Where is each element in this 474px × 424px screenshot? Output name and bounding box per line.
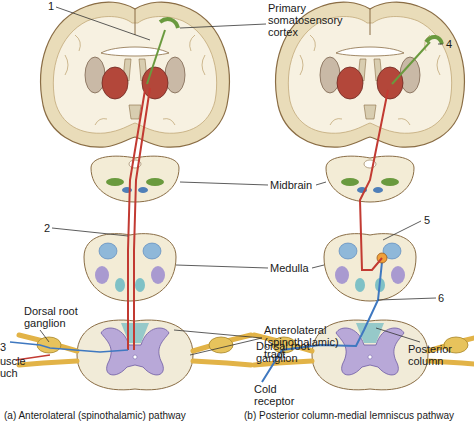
callout-number: 2 <box>44 222 50 234</box>
callout-number: 5 <box>424 214 430 226</box>
panel-caption: (b) Posterior column-medial lemniscus pa… <box>244 410 454 422</box>
structure-label: Medulla <box>270 262 309 274</box>
callout-number: 3 <box>0 341 6 353</box>
structure-label: Midbrain <box>270 179 312 191</box>
structure-label: Dorsal root ganglion <box>24 305 99 329</box>
structure-label: Primary somatosensory cortex <box>268 2 350 38</box>
structure-label: Cold receptor <box>254 383 314 407</box>
structure-label: uscle <box>0 355 26 367</box>
structure-label: Posterior column <box>408 343 472 367</box>
panel-caption: (a) Anterolateral (spinothalamic) pathwa… <box>4 410 186 422</box>
structure-label: Dorsal root ganglion <box>256 340 331 364</box>
callout-number: 4 <box>446 38 452 50</box>
structure-label: uch <box>0 367 18 379</box>
leader-lines <box>40 7 443 360</box>
callout-number: 6 <box>438 292 444 304</box>
callout-number: 1 <box>48 0 54 12</box>
